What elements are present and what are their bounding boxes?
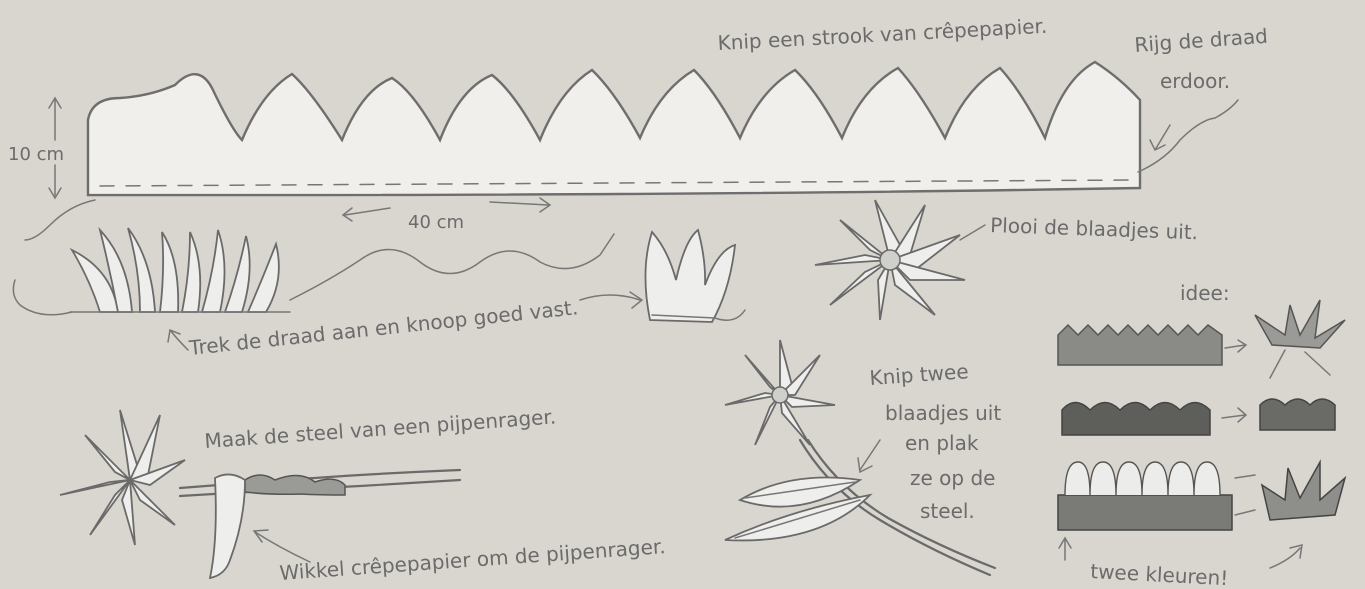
- idea-example-fringe: [1058, 300, 1345, 378]
- idea-example-two-colors: [1058, 462, 1345, 530]
- step-thread-text-line1: Rijg de draad: [1134, 24, 1269, 57]
- idea-example-scallop: [1062, 399, 1335, 435]
- step-leaves-text-line3: en plak: [905, 431, 979, 455]
- step-leaves-text-line5: steel.: [920, 499, 975, 523]
- step-cut-text: Knip een strook van crêpepapier.: [717, 14, 1048, 55]
- open-flower: [815, 200, 965, 320]
- thread-end-right: [1138, 100, 1238, 172]
- step-wrap-text: Wikkel crêpepapier om de pijpenrager.: [279, 534, 667, 585]
- height-label: 10 cm: [8, 144, 64, 165]
- crepe-paper-strip: [25, 62, 1238, 240]
- step-leaves-text-line1: Knip twee: [869, 359, 970, 390]
- step-leaves-text-line2: blaadjes uit: [885, 401, 1001, 425]
- idea-text: idee:: [1180, 281, 1230, 305]
- step-pull-text: Trek de draad aan en knoop goed vast.: [187, 295, 579, 360]
- gathered-bundle: [580, 230, 745, 322]
- pull-thread: [290, 234, 614, 300]
- step-fold-text: Plooi de blaadjes uit.: [990, 213, 1199, 244]
- two-colors-text: twee kleuren!: [1090, 559, 1229, 589]
- thread-arrow: [1150, 125, 1170, 150]
- step-stem-text: Maak de steel van een pijpenrager.: [204, 404, 557, 453]
- pull-arrow: [168, 330, 188, 350]
- step-thread-text-line2: erdoor.: [1160, 69, 1230, 93]
- width-label: 40 cm: [408, 212, 464, 233]
- step-leaves-text-line4: ze op de: [910, 466, 995, 490]
